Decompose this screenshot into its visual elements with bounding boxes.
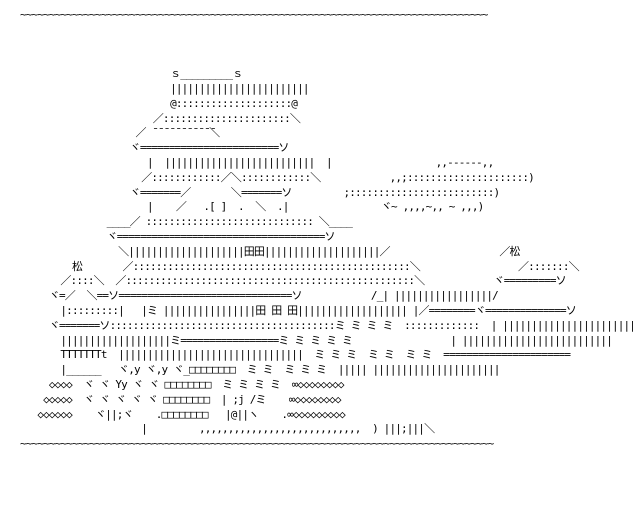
art-line: ／::::::::::::::::::::::＼: [20, 111, 301, 125]
art-line: | ,,,,,,,,,,,,,,,,,,,,,,,,,,,, ) |||;|||…: [20, 422, 435, 436]
art-line: |______ ヾ,y ヾ,y ヾ_□□□□□□□□ ミ ミ ミ ミ ミ |||…: [20, 363, 500, 377]
art-line: ヾ=======／ ＼=======ソ ;:::::::::::::::::::…: [20, 185, 501, 199]
art-line: ヾ====================================ソ: [20, 229, 336, 243]
art-line: ____／ ::::::::::::::::::::::::::::: ＼___…: [20, 215, 353, 229]
art-line: 松 ／:::::::::::::::::::::::::::::::::::::…: [20, 259, 580, 273]
art-line: ||||||||||||||||||||||||: [20, 81, 309, 95]
art-line: ◇◇◇◇◇ ヾ ヾ ヾ ヾ ヾ □□□□□□□□ | ;j /ミ ∞◇◇◇◇◇◇…: [20, 392, 341, 406]
art-line: ヾ========================ソ: [20, 141, 290, 155]
art-line: |:::::::::| |ミ ||||||||||||||||田 田 田||||…: [20, 303, 576, 317]
art-line: ◇◇◇◇ ヾ ヾ Yy ヾ ヾ □□□□□□□□ ミ ミ ミ ミ ∞◇◇◇◇◇◇…: [20, 377, 345, 391]
art-line: ／::::＼ ／::::::::::::::::::::::::::::::::…: [20, 274, 566, 288]
art-line: ＼||||||||||||||||||||田田|||||||||||||||||…: [20, 244, 520, 258]
castle-ascii-art: ~~~~~~~~~~~~~~~~~~~~~~~~~~~~~~~~~~~~~~~~…: [20, 8, 633, 452]
art-line: ◇◇◇◇◇◇ ヾ||;ヾ .□□□□□□□□ |@||ヽ .∞◇◇◇◇◇◇◇◇◇: [20, 407, 345, 421]
art-line: ~~~~~~~~~~~~~~~~~~~~~~~~~~~~~~~~~~~~~~~~…: [20, 437, 494, 451]
art-line: | ／ .[ ] . ＼ .| ヾ~ ,,,,~,, ~ ,,,): [20, 200, 484, 214]
art-line: | |||||||||||||||||||||||||| | ,,-‐‐‐‐-,…: [20, 155, 494, 169]
art-line: ~~~~~~~~~~~~~~~~~~~~~~~~~~~~~~~~~~~~~~~~…: [20, 8, 488, 21]
art-line: |||||||||||||||||||ミ=================ミ ミ…: [20, 333, 612, 347]
art-line: ／ ̄ ̄ ̄ ̄ ̄ ̄ ̄ ̄ ̄ ̄ ̄＼: [20, 126, 220, 140]
art-line: @::::::::::::::::::::@: [20, 96, 298, 110]
art-line: ｓ_________ｓ: [20, 67, 243, 81]
art-line: ／::::::::::::／＼::::::::::::＼ ,,;::::::::…: [20, 170, 535, 184]
art-line: ヾ=======ソ:::::::::::::::::::::::::::::::…: [20, 318, 633, 332]
art-line: TTTTTTTt |||||||||||||||||||||||||||||||…: [20, 348, 571, 362]
art-line: ヾ=／ ＼==ソ==============================ソ …: [20, 289, 499, 303]
